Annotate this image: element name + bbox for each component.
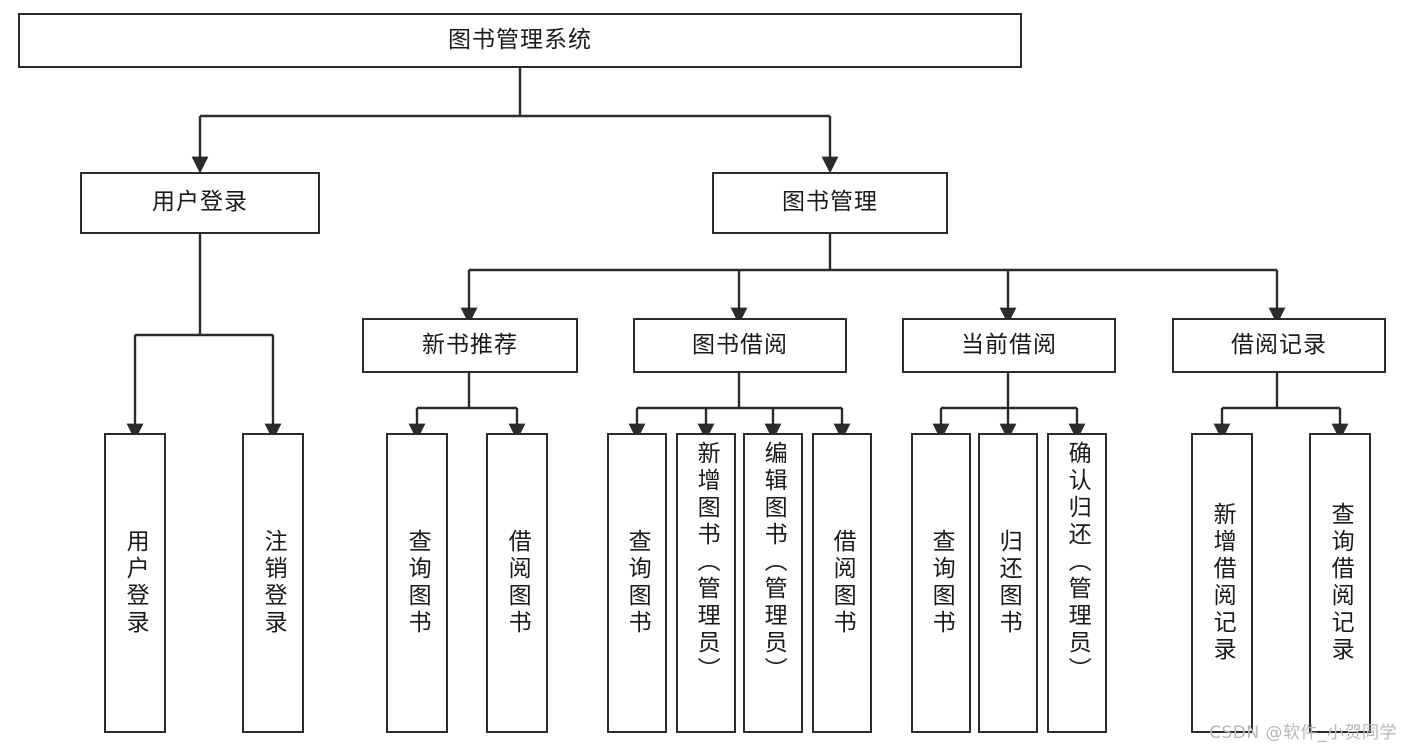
node-root-book-management-system[interactable]: 图书管理系统 xyxy=(18,13,1022,68)
node-label: 图书借阅 xyxy=(692,331,788,358)
leaf-book-borrow-query-book[interactable]: 查询图书 xyxy=(607,433,667,733)
leaf-new-book-query-book[interactable]: 查询图书 xyxy=(386,433,448,733)
node-label: 注销登录 xyxy=(260,529,287,637)
leaf-book-borrow-add-book-admin[interactable]: 新增图书（管理员） xyxy=(676,433,736,733)
node-label: 用户登录 xyxy=(152,189,248,216)
node-label: 查询借阅记录 xyxy=(1327,502,1354,664)
node-label: 查询图书 xyxy=(624,529,651,637)
csdn-watermark: CSDN @软件_小贺同学 xyxy=(1209,723,1397,743)
leaf-borrow-record-add-record[interactable]: 新增借阅记录 xyxy=(1191,433,1253,733)
node-label: 图书管理 xyxy=(782,189,878,216)
node-label: 归还图书 xyxy=(995,529,1022,637)
node-current-borrow[interactable]: 当前借阅 xyxy=(902,318,1116,373)
node-label: 查询图书 xyxy=(928,529,955,637)
node-book-borrow[interactable]: 图书借阅 xyxy=(633,318,847,373)
node-label: 图书管理系统 xyxy=(448,26,592,53)
node-label: 借阅图书 xyxy=(504,529,531,637)
node-label: 用户登录 xyxy=(122,529,149,637)
node-label: 新增借阅记录 xyxy=(1209,502,1236,664)
node-book-management[interactable]: 图书管理 xyxy=(712,172,948,234)
node-new-book-recommend[interactable]: 新书推荐 xyxy=(362,318,578,373)
leaf-user-login-login[interactable]: 用户登录 xyxy=(104,433,166,733)
leaf-book-borrow-edit-book-admin[interactable]: 编辑图书（管理员） xyxy=(743,433,803,733)
node-label: 确认归还（管理员） xyxy=(1064,441,1091,684)
node-label: 借阅图书 xyxy=(829,529,856,637)
leaf-current-borrow-query-book[interactable]: 查询图书 xyxy=(911,433,971,733)
node-borrow-record[interactable]: 借阅记录 xyxy=(1172,318,1386,373)
node-label: 查询图书 xyxy=(404,529,431,637)
node-user-login[interactable]: 用户登录 xyxy=(80,172,320,234)
node-label: 当前借阅 xyxy=(961,331,1057,358)
leaf-current-borrow-confirm-return-admin[interactable]: 确认归还（管理员） xyxy=(1047,433,1107,733)
leaf-borrow-record-query-record[interactable]: 查询借阅记录 xyxy=(1309,433,1371,733)
node-label: 新增图书（管理员） xyxy=(693,441,720,684)
node-label: 借阅记录 xyxy=(1231,331,1327,358)
leaf-user-login-logout[interactable]: 注销登录 xyxy=(242,433,304,733)
leaf-current-borrow-return-book[interactable]: 归还图书 xyxy=(978,433,1038,733)
leaf-new-book-borrow-book[interactable]: 借阅图书 xyxy=(486,433,548,733)
leaf-book-borrow-borrow-book[interactable]: 借阅图书 xyxy=(812,433,872,733)
node-label: 编辑图书（管理员） xyxy=(760,441,787,684)
node-label: 新书推荐 xyxy=(422,331,518,358)
